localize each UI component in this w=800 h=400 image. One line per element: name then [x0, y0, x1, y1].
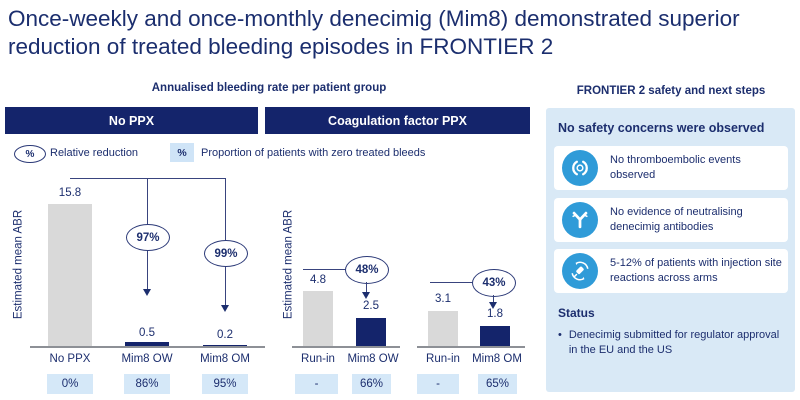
- bar-no-ppx: [48, 204, 92, 347]
- bar-mim8-om: [203, 344, 247, 347]
- legend-zero-bleeds-label: Proportion of patients with zero treated…: [201, 147, 426, 159]
- zero-bleeds-badge: 95%: [202, 374, 248, 394]
- safety-card-thromboembolic: No thromboembolic events observed: [554, 146, 788, 190]
- safety-card-injection-site: 5-12% of patients with injection site re…: [554, 249, 788, 293]
- reduction-arrow-line: [492, 295, 494, 303]
- category-label: No PPX: [49, 353, 91, 365]
- zero-bleeds-badge: -: [295, 374, 338, 394]
- zero-bleeds-badge: 0%: [47, 374, 93, 394]
- x-axis-line: [417, 346, 525, 348]
- category-label: Run-in: [301, 353, 335, 365]
- bar-value-label: 0.2: [217, 329, 233, 341]
- bar-value-label: 3.1: [435, 293, 451, 305]
- bullet-icon: •: [558, 329, 562, 341]
- bar-value-label: 15.8: [58, 187, 82, 199]
- right-chart-y-axis-label: Estimated mean ABR: [282, 209, 295, 320]
- x-axis-line: [292, 346, 400, 348]
- zero-bleeds-badge: 66%: [352, 374, 391, 394]
- bar-value-label: 2.5: [363, 300, 379, 312]
- zero-bleeds-square-icon: %: [170, 143, 194, 162]
- sidebar-header: FRONTIER 2 safety and next steps: [576, 85, 766, 97]
- bracket-line: [303, 269, 351, 271]
- chart-subtitle: Annualised bleeding rate per patient gro…: [151, 82, 387, 94]
- bracket-line: [70, 178, 226, 180]
- page-title: Once-weekly and once-monthly denecimig (…: [8, 6, 740, 59]
- group-header-coagulation-factor-ppx: Coagulation factor PPX: [265, 107, 530, 134]
- left-chart-y-axis-label: Estimated mean ABR: [12, 209, 25, 320]
- zero-bleeds-badge: 86%: [124, 374, 170, 394]
- zero-bleeds-badge: -: [417, 374, 459, 394]
- category-label: Mim8 OW: [121, 353, 173, 365]
- arrow-down-icon: [142, 289, 151, 296]
- safety-card-antibodies: No evidence of neutralising denecimig an…: [554, 198, 788, 242]
- relative-reduction-badge-99: 99%: [204, 240, 248, 267]
- status-heading: Status: [558, 306, 595, 320]
- thromboembolic-icon: [562, 150, 598, 186]
- bar-value-label: 0.5: [139, 327, 155, 339]
- injection-icon: [562, 253, 598, 289]
- bar-mim8-om-ppx: [480, 325, 510, 347]
- status-bullet-item: • Denecimig submitted for regulator appr…: [558, 328, 786, 358]
- arrow-down-icon: [488, 302, 497, 309]
- bar-mim8-ow-ppx: [356, 317, 386, 347]
- category-label: Mim8 OM: [200, 353, 250, 365]
- bracket-line: [430, 282, 475, 284]
- bar-value-label: 4.8: [310, 274, 326, 286]
- safety-card-text: 5-12% of patients with injection site re…: [610, 257, 782, 284]
- category-label: Mim8 OM: [472, 353, 522, 365]
- relative-reduction-badge-48: 48%: [345, 256, 389, 284]
- group-header-no-ppx: No PPX: [5, 107, 258, 134]
- safety-card-text: No evidence of neutralising denecimig an…: [610, 206, 743, 233]
- arrow-down-icon: [361, 292, 370, 299]
- relative-reduction-badge-43: 43%: [472, 269, 516, 297]
- category-label: Run-in: [426, 353, 460, 365]
- arrow-down-icon: [220, 305, 229, 312]
- relative-reduction-oval-icon: %: [14, 145, 46, 163]
- safety-heading: No safety concerns were observed: [558, 121, 765, 135]
- x-axis-line: [30, 346, 265, 348]
- bar-run-in-ow: [303, 291, 333, 347]
- reduction-arrow-line: [365, 282, 367, 293]
- category-label: Mim8 OW: [347, 353, 399, 365]
- legend-relative-reduction-label: Relative reduction: [50, 147, 139, 159]
- safety-card-text: No thromboembolic events observed: [610, 154, 741, 181]
- antibody-icon: [562, 202, 598, 238]
- bar-mim8-ow: [125, 342, 169, 347]
- status-bullet-text: Denecimig submitted for regulator approv…: [568, 329, 780, 356]
- relative-reduction-badge-97: 97%: [126, 224, 170, 251]
- bar-run-in-om: [428, 310, 458, 347]
- zero-bleeds-badge: 65%: [478, 374, 517, 394]
- bar-value-label: 1.8: [487, 308, 503, 320]
